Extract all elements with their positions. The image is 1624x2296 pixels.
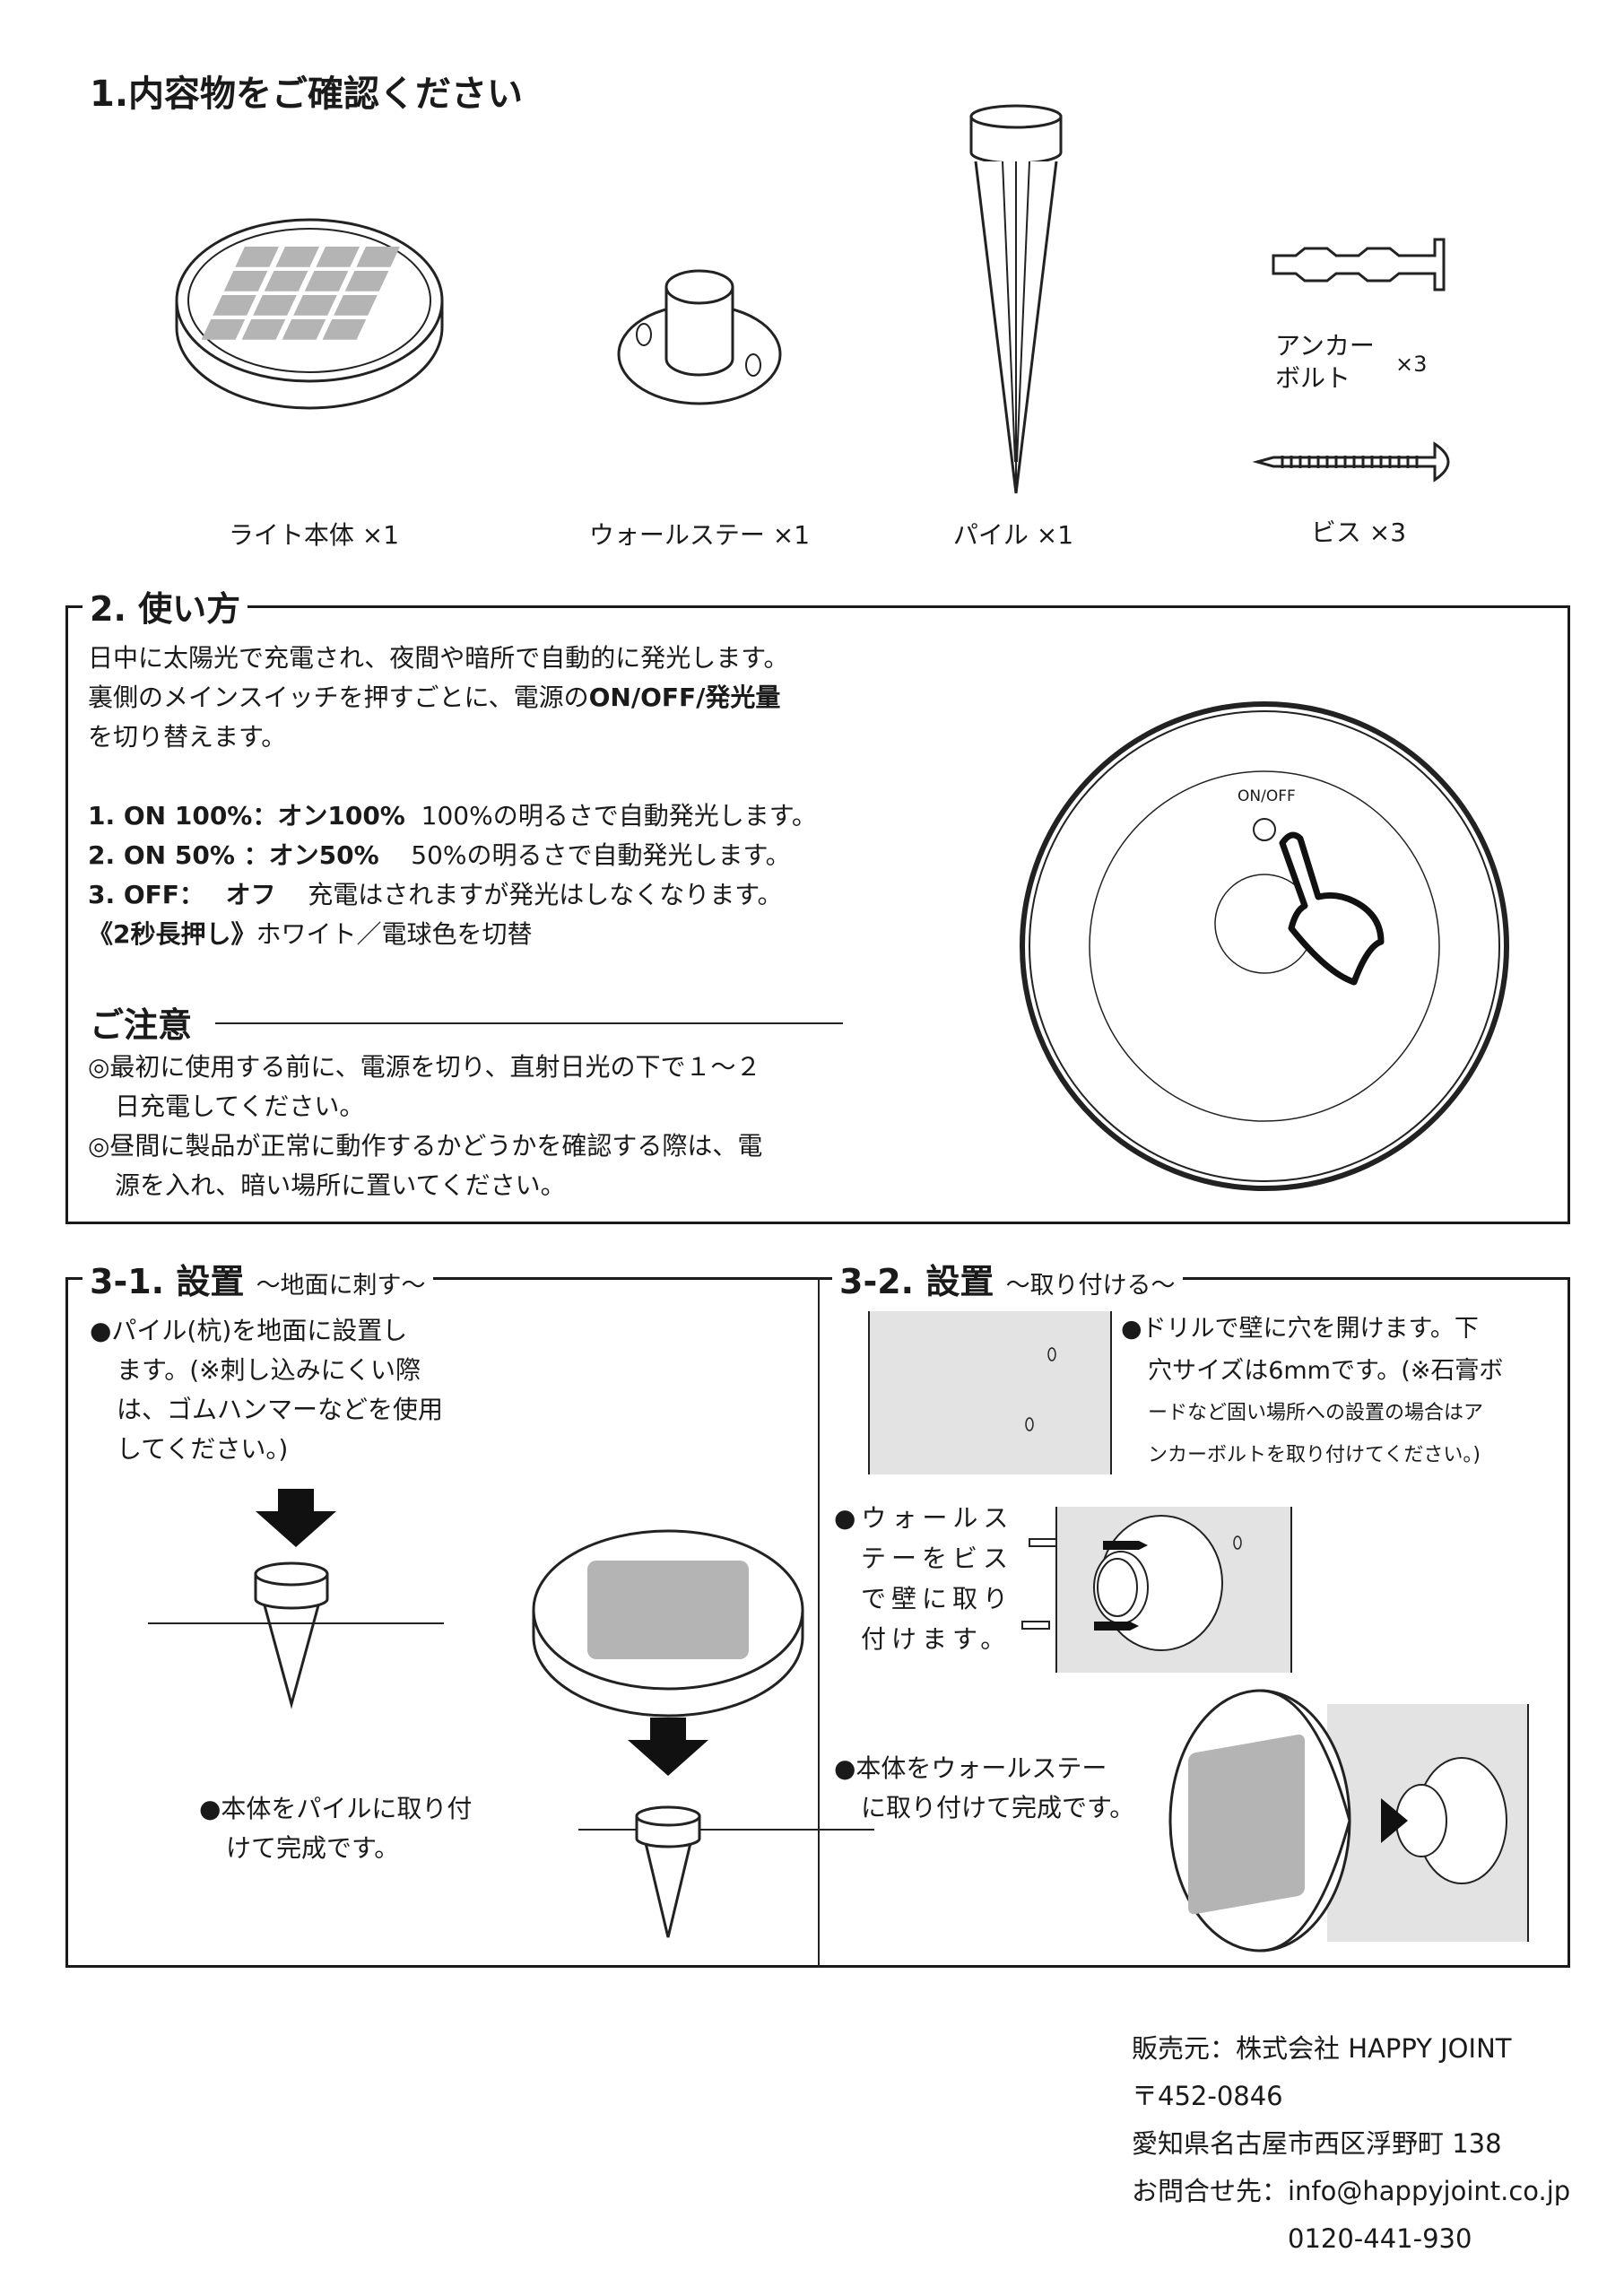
footer-info: 販売元：株式会社 HAPPY JOINT 〒452-0846 愛知県名古屋市西区… — [1132, 2025, 1570, 2263]
wall-step3: ●本体をウォールステーに取り付けて完成です。 — [834, 1753, 1135, 1822]
ground-step2: ●本体をパイルに取り付けて完成です。 — [199, 1794, 473, 1863]
install-wall-title: 3-2. 設置 ～取り付ける～ — [832, 1254, 1183, 1303]
anchor-bolt-illustration — [1272, 238, 1446, 291]
wall-step2: ●ウォールステーをビスで壁に取り付けます。 — [834, 1503, 1014, 1654]
pile-stake-illustration — [969, 104, 1063, 494]
anchor-bolt-qty: ×3 — [1395, 352, 1428, 377]
mode-item: 3. OFF： オフ 充電はされますが発光はしなくなります。 — [88, 880, 783, 909]
contact-phone: 0120-441-930 — [1132, 2223, 1472, 2254]
intro-emphasis: ON/OFF/発光量 — [588, 683, 781, 712]
power-icon — [1253, 818, 1276, 841]
wall-drill-illustration — [868, 1311, 1112, 1474]
switch-label: ON/OFF — [1238, 787, 1296, 805]
install-divider — [818, 1277, 820, 1968]
solar-light-illustration — [175, 218, 444, 410]
caution-list: ◎最初に使用する前に、電源を切り、直射日光の下で１～２ 日充電してください。 ◎… — [88, 1052, 763, 1200]
mode-list: 1. ON 100%：オン100% 100%の明るさで自動発光します。 2. O… — [88, 796, 817, 954]
address: 愛知県名古屋市西区浮野町 138 — [1132, 2128, 1502, 2159]
contents-title: 1.内容物をご確認ください — [90, 74, 524, 115]
light-onto-pile-illustration — [532, 1529, 874, 1938]
light-onto-wall-stay-illustration — [1168, 1689, 1529, 1952]
install-ground-title: 3-1. 設置 ～地面に刺す～ — [83, 1254, 433, 1303]
longpress-item: 《2秒長押し》ホワイト／電球色を切替 — [88, 919, 533, 949]
anchor-bolt-label: アンカーボルト — [1275, 331, 1375, 393]
intro-line: 裏側のメインスイッチを押すごとに、電源の — [88, 683, 589, 712]
intro-line: を切り替えます。 — [88, 722, 287, 752]
item-label-wall-stay: ウォールステー ×1 — [588, 520, 811, 550]
wall-stay-mount-illustration — [1021, 1507, 1292, 1673]
ground-step1: ●パイル(杭)を地面に設置します。(※刺し込みにくい際は、ゴムハンマーなどを使用… — [90, 1316, 444, 1464]
usage-intro: 日中に太陽光で充電され、夜間や暗所で自動的に発光します。 裏側のメインスイッチを… — [88, 639, 788, 757]
switch-diagram — [1020, 701, 1509, 1191]
mode-item: 1. ON 100%：オン100% 100%の明るさで自動発光します。 — [88, 801, 817, 831]
screw-illustration — [1252, 441, 1450, 483]
usage-title: 2. 使い方 — [83, 581, 248, 631]
usage-section — [65, 605, 1570, 1224]
intro-line: 日中に太陽光で充電され、夜間や暗所で自動的に発光します。 — [88, 643, 789, 673]
seller: 販売元：株式会社 HAPPY JOINT — [1132, 2033, 1512, 2064]
wall-step1: ●ドリルで壁に穴を開けます。下穴サイズは6mmです。(※石膏ボードなど固い場所へ… — [1121, 1315, 1504, 1466]
contact-email: お問合せ先：info@happyjoint.co.jp — [1132, 2176, 1571, 2206]
caution-divider — [215, 1022, 843, 1024]
postal-code: 〒452-0846 — [1132, 2081, 1283, 2111]
item-label-screw: ビス ×3 — [1310, 517, 1407, 547]
wall-stay-illustration — [617, 269, 782, 405]
item-label-light: ライト本体 ×1 — [228, 520, 400, 550]
mode-item: 2. ON 50% ：オン50% 50%の明るさで自動発光します。 — [88, 840, 791, 870]
caution-title: ご注意 — [90, 997, 204, 1047]
pile-in-ground-illustration — [148, 1489, 444, 1709]
item-label-pile: パイル ×1 — [952, 520, 1074, 550]
